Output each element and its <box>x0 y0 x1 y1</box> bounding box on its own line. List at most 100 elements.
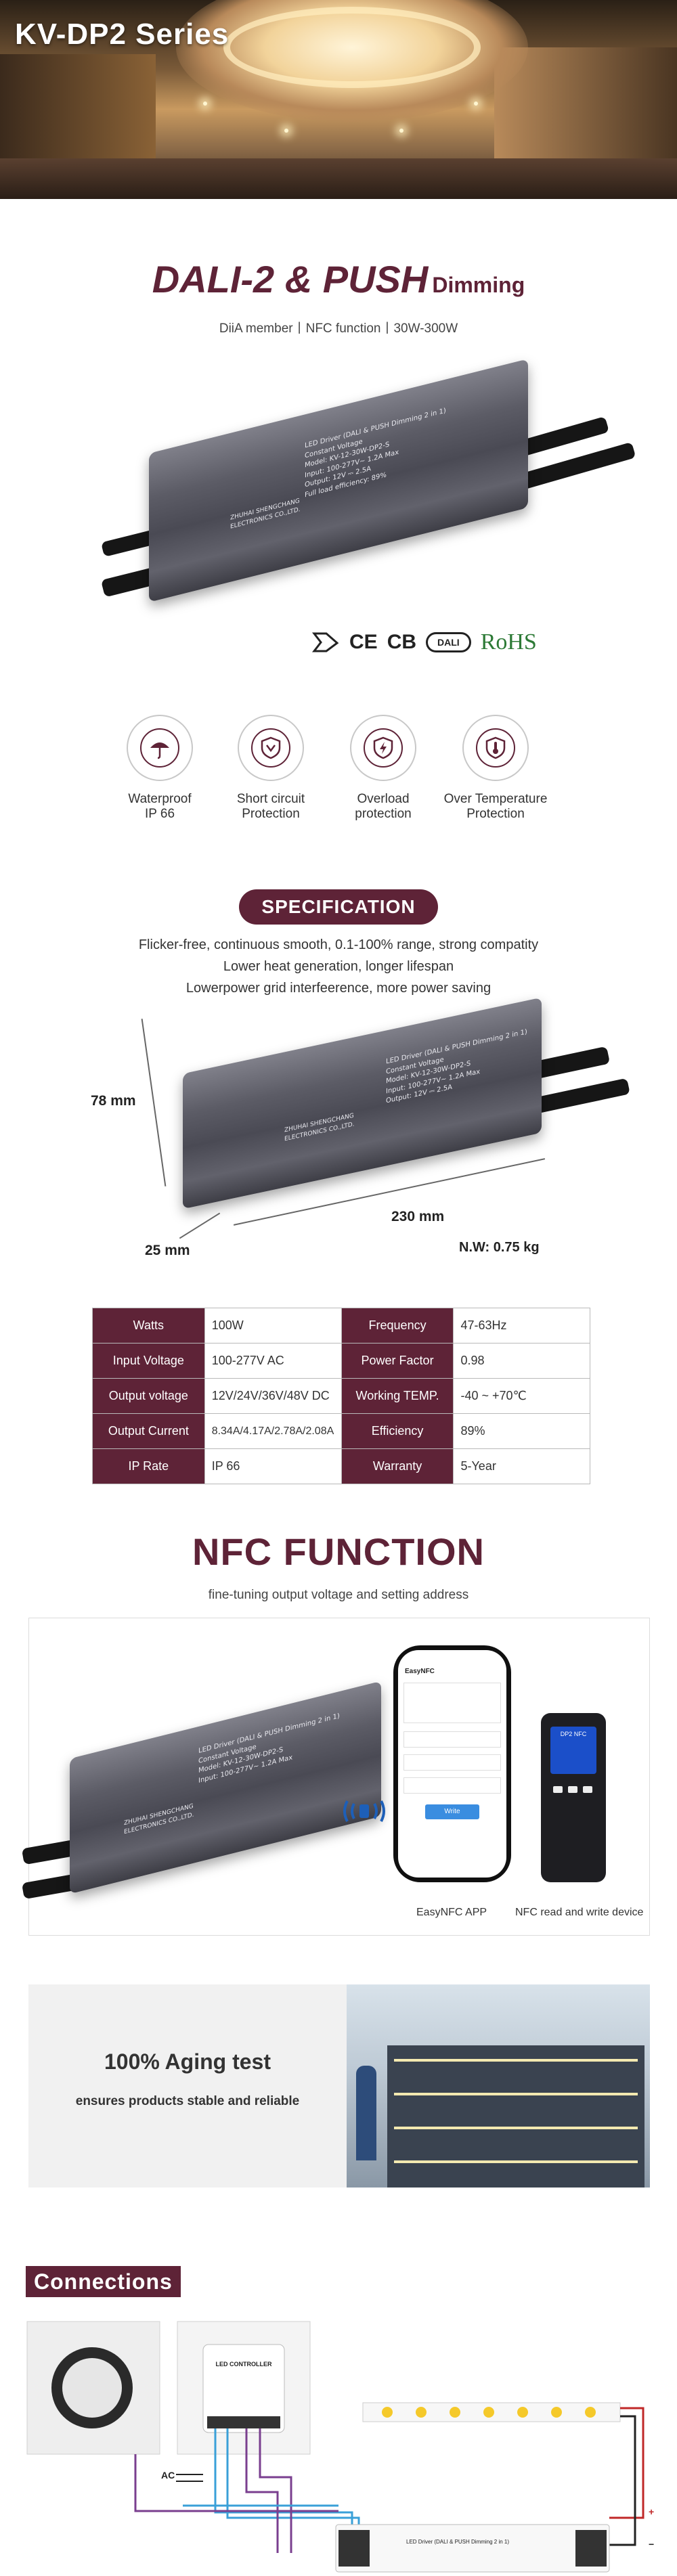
net-weight: N.W: 0.75 kg <box>459 1240 540 1255</box>
spec-value: -40 ~ +70℃ <box>453 1378 590 1414</box>
cable <box>527 1078 630 1115</box>
maker-label: ZHUHAI SHENGCHANG ELECTRONICS CO.,LTD. <box>124 1802 194 1836</box>
app-caption: EasyNFC APP <box>416 1907 487 1918</box>
spec-key: Frequency <box>341 1308 454 1343</box>
hero-floor <box>0 158 677 199</box>
title-main: DALI-2 & PUSH <box>152 258 429 301</box>
spec-key: Input Voltage <box>92 1343 205 1379</box>
driver-terminal <box>338 2530 370 2567</box>
dimension-height: 78 mm <box>91 1093 136 1109</box>
driver-body: LED Driver (DALI & PUSH Dimming 2 in 1) … <box>183 997 542 1209</box>
spec-key: Working TEMP. <box>341 1378 454 1414</box>
driver-body: LED Driver (DALI & PUSH Dimming 2 in 1) … <box>149 359 528 602</box>
driver-label: LED Driver (DALI & PUSH Dimming 2 in 1) … <box>386 1026 535 1107</box>
spec-value: 100W <box>204 1308 342 1343</box>
app-write-button[interactable]: Write <box>425 1804 479 1819</box>
device-key[interactable] <box>568 1786 577 1793</box>
table-row: Output Current 8.34A/4.17A/2.78A/2.08A E… <box>92 1413 590 1449</box>
spec-value: 5-Year <box>453 1448 590 1484</box>
thermometer-shield-icon <box>476 728 515 768</box>
spec-value: 8.34A/4.17A/2.78A/2.08A <box>204 1413 342 1449</box>
spec-key: Output voltage <box>92 1378 205 1414</box>
ccc-icon <box>311 632 339 652</box>
led-chip <box>450 2407 460 2418</box>
nfc-device-screen: DP2 NFC <box>550 1727 596 1774</box>
page-subtitle: DiiA member丨NFC function丨30W-300W <box>219 321 458 336</box>
feature-circle <box>238 715 304 781</box>
specification-badge: SPECIFICATION <box>239 889 438 925</box>
wire-purple <box>259 2428 292 2553</box>
spec-key: Watts <box>92 1308 205 1343</box>
app-select[interactable] <box>403 1777 501 1794</box>
device-key[interactable] <box>553 1786 563 1793</box>
lightning-shield-icon <box>364 728 403 768</box>
spec-key: IP Rate <box>92 1448 205 1484</box>
spec-value: 89% <box>453 1413 590 1449</box>
app-select[interactable] <box>403 1754 501 1771</box>
app-info-panel <box>403 1683 501 1723</box>
aging-subtitle: ensures products stable and reliable <box>75 2094 300 2108</box>
spec-key: Power Factor <box>341 1343 454 1379</box>
aging-title: 100% Aging test <box>104 2049 271 2074</box>
wiring-diagram: LED CONTROLLER AC + − LED Driver (DALI &… <box>26 2321 654 2573</box>
worker-figure <box>356 2066 376 2160</box>
table-row: IP Rate IP 66 Warranty 5-Year <box>92 1448 590 1484</box>
spec-key: Warranty <box>341 1448 454 1484</box>
driver-label: LED Driver (DALI & PUSH Dimming 2 in 1) … <box>305 399 474 500</box>
plus-label: + <box>649 2506 654 2517</box>
led-chip <box>551 2407 562 2418</box>
phone-screen: EasyNFC Write <box>398 1650 506 1878</box>
hero-banner: KV-DP2 Series <box>0 0 677 199</box>
spec-description: Flicker-free, continuous smooth, 0.1-100… <box>0 934 677 999</box>
dimmer-knob-face <box>62 2358 122 2418</box>
rack-light-row <box>394 2160 638 2163</box>
table-row: Input Voltage 100-277V AC Power Factor 0… <box>92 1343 590 1379</box>
ce-icon: CE <box>349 631 378 653</box>
aging-test-panel: 100% Aging test ensures products stable … <box>28 1984 650 2188</box>
controller-terminal <box>207 2416 280 2428</box>
maker-label: ZHUHAI SHENGCHANG ELECTRONICS CO.,LTD. <box>284 1112 355 1143</box>
driver-unit-label: LED Driver (DALI & PUSH Dimming 2 in 1) <box>406 2539 509 2545</box>
feature-circle <box>127 715 193 781</box>
shield-icon <box>251 728 290 768</box>
dali-controller-box <box>202 2344 285 2433</box>
device-caption: NFC read and write device <box>515 1907 644 1918</box>
aging-rack-photo <box>347 1984 650 2188</box>
device-key[interactable] <box>583 1786 592 1793</box>
aging-rack <box>387 2045 645 2188</box>
title-suffix: Dimming <box>432 273 525 297</box>
wire-black <box>609 2415 636 2546</box>
cb-icon: CB <box>387 631 417 653</box>
spec-value: 12V/24V/36V/48V DC <box>204 1378 342 1414</box>
rohs-icon: RoHS <box>480 629 537 654</box>
ac-label: AC <box>161 2470 175 2481</box>
spec-line: Lower heat generation, longer lifespan <box>223 959 454 974</box>
hero-downlight <box>474 102 478 106</box>
app-select[interactable] <box>403 1731 501 1748</box>
led-chip <box>517 2407 528 2418</box>
spec-value: IP 66 <box>204 1448 342 1484</box>
hero-downlight <box>203 102 207 106</box>
rack-light-row <box>394 2059 638 2062</box>
spec-value: 47-63Hz <box>453 1308 590 1343</box>
wire-purple <box>245 2428 279 2553</box>
spec-key: Output Current <box>92 1413 205 1449</box>
hero-downlight <box>284 129 288 133</box>
product-image-top: LED Driver (DALI & PUSH Dimming 2 in 1) … <box>0 359 677 623</box>
spec-value: 0.98 <box>453 1343 590 1379</box>
led-chip <box>416 2407 427 2418</box>
rack-light-row <box>394 2127 638 2129</box>
spec-table: Watts 100W Frequency 47-63Hz Input Volta… <box>92 1308 590 1484</box>
nfc-title: NFC FUNCTION <box>192 1530 485 1573</box>
wire-purple <box>134 2454 338 2512</box>
nfc-subtitle: fine-tuning output voltage and setting a… <box>208 1588 469 1602</box>
table-row: Watts 100W Frequency 47-63Hz <box>92 1308 590 1343</box>
phone-easynfc: EasyNFC Write <box>393 1645 511 1882</box>
wire-red <box>609 2407 645 2519</box>
